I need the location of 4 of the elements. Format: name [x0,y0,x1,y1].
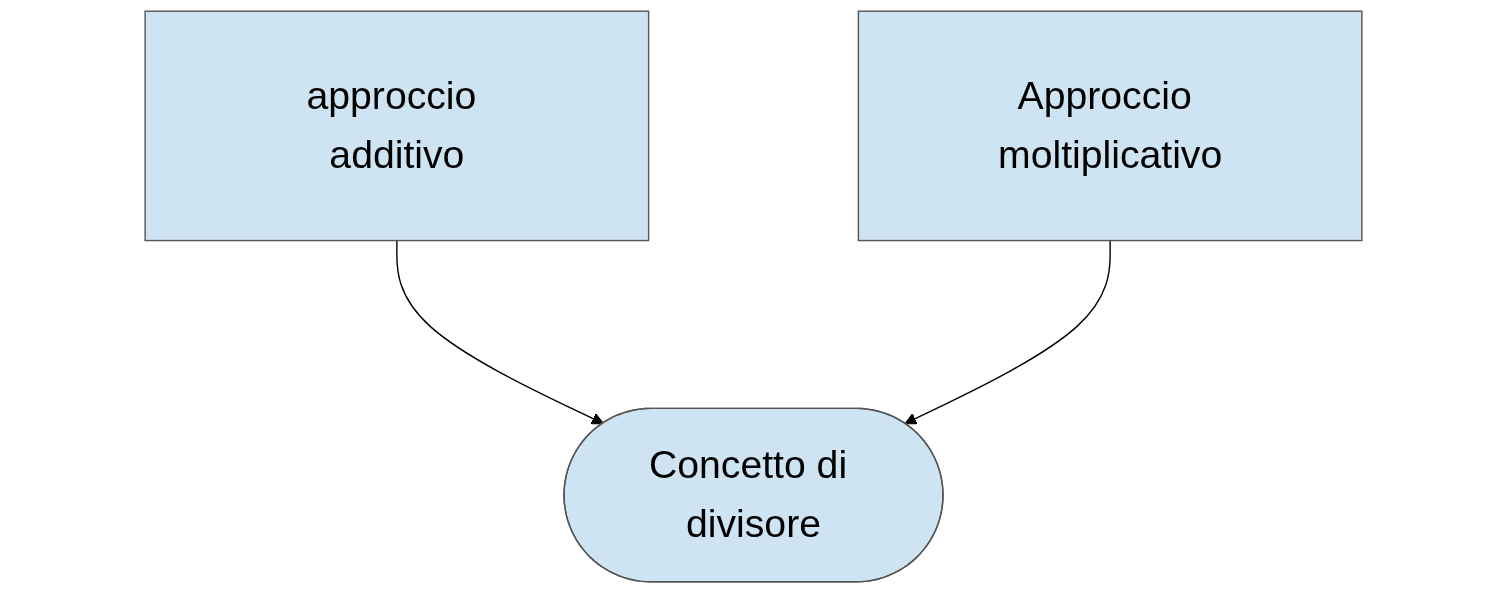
node-box: approccio additivo [144,10,650,242]
arrow [904,239,1111,425]
node-box: Approccio moltiplicativo [857,10,1363,242]
arrow [396,239,604,425]
